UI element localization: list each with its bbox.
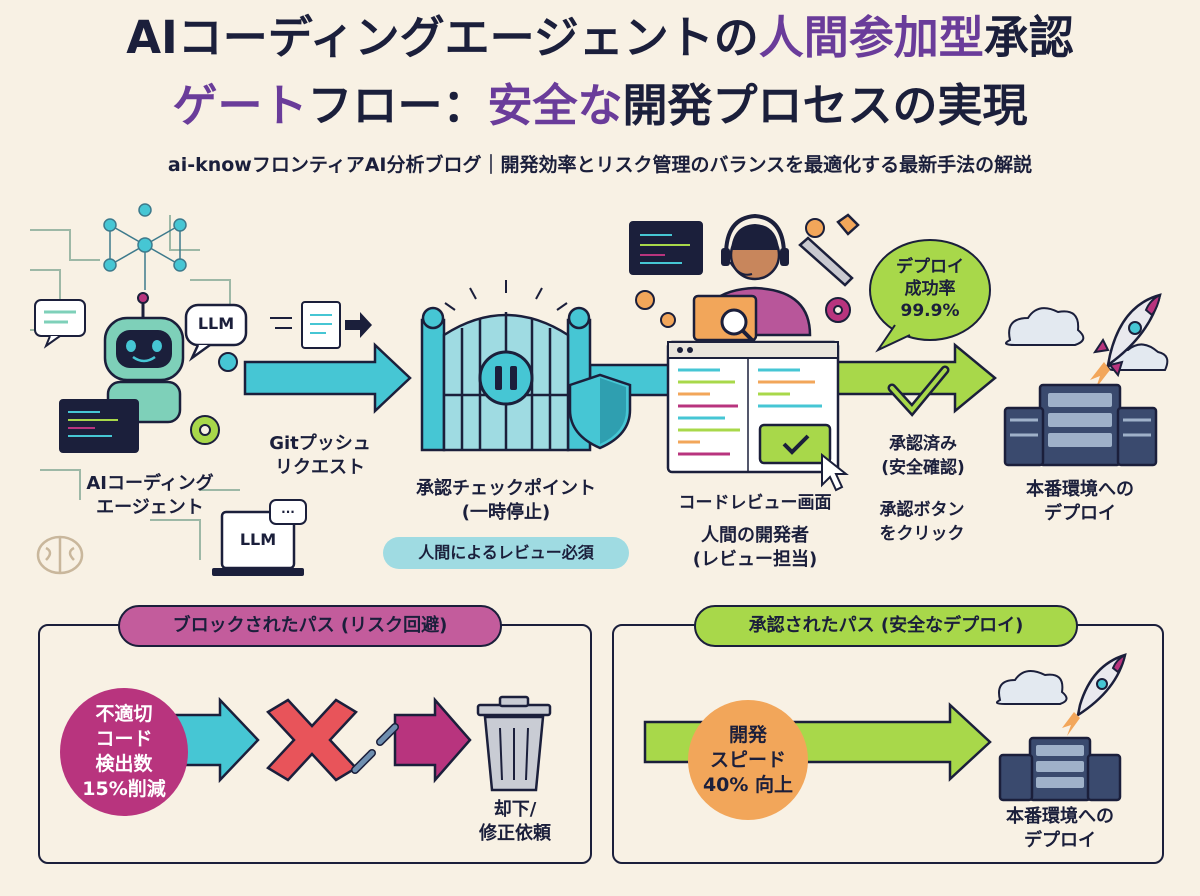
- chat-bubble-icon: [34, 299, 86, 349]
- gear-icon: [805, 218, 825, 238]
- rocket-icon: [1062, 653, 1127, 736]
- approved-stat-line: スピード: [709, 748, 786, 771]
- title-highlight: 人間参加型: [758, 11, 984, 64]
- push-label-line: Gitプッシュ: [269, 433, 371, 454]
- push-label-line: リクエスト: [275, 457, 365, 478]
- blocked-stat-line: 不適切: [95, 703, 153, 725]
- broken-chain-icon: [352, 724, 398, 773]
- git-push-icon: [270, 301, 372, 349]
- gear-icon: [825, 297, 851, 323]
- subtitle: ai-knowフロンティアAI分析ブログ｜開発効率とリスク管理のバランスを最適化…: [167, 154, 1033, 176]
- title-text: フロー：: [307, 79, 488, 132]
- blocked-stat-line: 検出数: [95, 753, 153, 775]
- reject-label: 却下/ 修正依頼: [455, 798, 575, 846]
- agent-label-line: エージェント: [96, 497, 204, 518]
- approved-label-line: 承認済み: [889, 434, 957, 454]
- neural-network-icon: [103, 203, 187, 290]
- click-approve-label: 承認ボタン をクリック: [862, 498, 982, 546]
- blocked-path-title: ブロックされたパス (リスク回避): [118, 605, 502, 647]
- llm-laptop-label: LLM: [239, 530, 277, 549]
- trash-can-icon: [476, 695, 552, 792]
- brain-icon: [36, 535, 84, 575]
- pause-icon: [478, 350, 534, 406]
- approved-production-line: デプロイ: [1024, 830, 1096, 851]
- approved-production-label: 本番環境への デプロイ: [985, 805, 1135, 853]
- title-highlight: ゲート: [172, 79, 308, 132]
- title-line-1: AIコーディングエージェントの人間参加型承認: [0, 10, 1200, 66]
- cloud-icon: [1005, 307, 1085, 346]
- llm-laptop-icon: ···: [212, 499, 307, 576]
- production-label: 本番環境への デプロイ: [1000, 478, 1160, 526]
- production-label-line: 本番環境への: [1026, 479, 1134, 500]
- success-line: 成功率: [904, 279, 956, 299]
- success-value: 99.9%: [900, 301, 960, 321]
- title-highlight: 安全な: [487, 79, 623, 132]
- approve-button-icon: [758, 423, 832, 465]
- llm-bubble-icon: [184, 303, 248, 362]
- approved-stat-badge: 開発 スピード 40% 向上: [688, 700, 808, 820]
- shield-icon: [568, 373, 632, 450]
- approved-path-title: 承認されたパス (安全なデプロイ): [694, 605, 1078, 647]
- arrow-approved: [828, 342, 997, 414]
- checkpoint-label-line: (一時停止): [461, 502, 551, 523]
- rocket-icon: [1090, 293, 1162, 388]
- review-required-badge: 人間によるレビュー必須: [383, 537, 629, 569]
- code-review-window: [666, 340, 840, 474]
- reject-label-line: 修正依頼: [479, 823, 551, 844]
- code-laptop-icon: [59, 399, 139, 453]
- circuit-decoration: [30, 215, 240, 560]
- llm-bubble-label: LLM: [197, 314, 235, 333]
- agent-label: AIコーディング エージェント: [50, 472, 250, 520]
- blocked-stat-value: 15%削減: [82, 778, 166, 800]
- code-review-screen-label: コードレビュー画面: [678, 493, 832, 513]
- success-line: デプロイ: [896, 257, 964, 277]
- agent-label-line: AIコーディング: [86, 473, 214, 494]
- svg-text:···: ···: [281, 505, 295, 519]
- success-rate-bubble: [869, 239, 991, 353]
- reject-x-icon: [266, 698, 358, 782]
- push-label: Gitプッシュ リクエスト: [255, 432, 385, 480]
- gear-icon: [218, 352, 238, 372]
- wrench-icon: [798, 213, 860, 287]
- arrow-push: [243, 342, 412, 414]
- server-rack-icon: [998, 736, 1122, 802]
- cloud-icon: [995, 670, 1068, 705]
- click-label-line: をクリック: [879, 524, 965, 544]
- attention-rays: [444, 280, 568, 311]
- title-text: 承認: [983, 11, 1074, 64]
- production-label-line: デプロイ: [1044, 503, 1116, 524]
- reject-label-line: 却下/: [493, 799, 537, 820]
- approved-label-line: (安全確認): [881, 458, 965, 478]
- developer-label-line: 人間の開発者: [701, 525, 809, 546]
- click-label-line: 承認ボタン: [879, 500, 965, 520]
- approved-stat-value: 40% 向上: [702, 773, 794, 796]
- approved-production-line: 本番環境への: [1006, 806, 1114, 827]
- developer-label-line: (レビュー担当): [692, 549, 818, 570]
- checkpoint-label: 承認チェックポイント (一時停止): [386, 477, 626, 525]
- checkpoint-label-line: 承認チェックポイント: [416, 478, 596, 499]
- title-text: 開発プロセスの実現: [622, 79, 1028, 132]
- approved-stat-line: 開発: [728, 723, 767, 746]
- check-icon: [887, 365, 950, 417]
- magnifier-icon: [720, 308, 758, 346]
- title-text: AIコーディングエージェントの: [126, 11, 759, 64]
- code-monitor-icon: [629, 221, 703, 275]
- gear-icon: [635, 290, 676, 328]
- blocked-stat-badge: 不適切 コード 検出数 15%削減: [60, 688, 188, 816]
- developer-label: 人間の開発者 (レビュー担当): [655, 524, 855, 572]
- server-rack-icon: [1003, 383, 1158, 467]
- approved-label: 承認済み (安全確認): [858, 432, 988, 480]
- cursor-icon: [821, 452, 849, 492]
- arrow-blocked-out: [393, 696, 472, 784]
- blocked-stat-line: コード: [95, 728, 153, 750]
- gear-icon: [190, 415, 220, 445]
- success-rate-text: デプロイ 成功率 99.9%: [870, 256, 990, 322]
- title-line-2: ゲートフロー：安全な開発プロセスの実現: [0, 78, 1200, 134]
